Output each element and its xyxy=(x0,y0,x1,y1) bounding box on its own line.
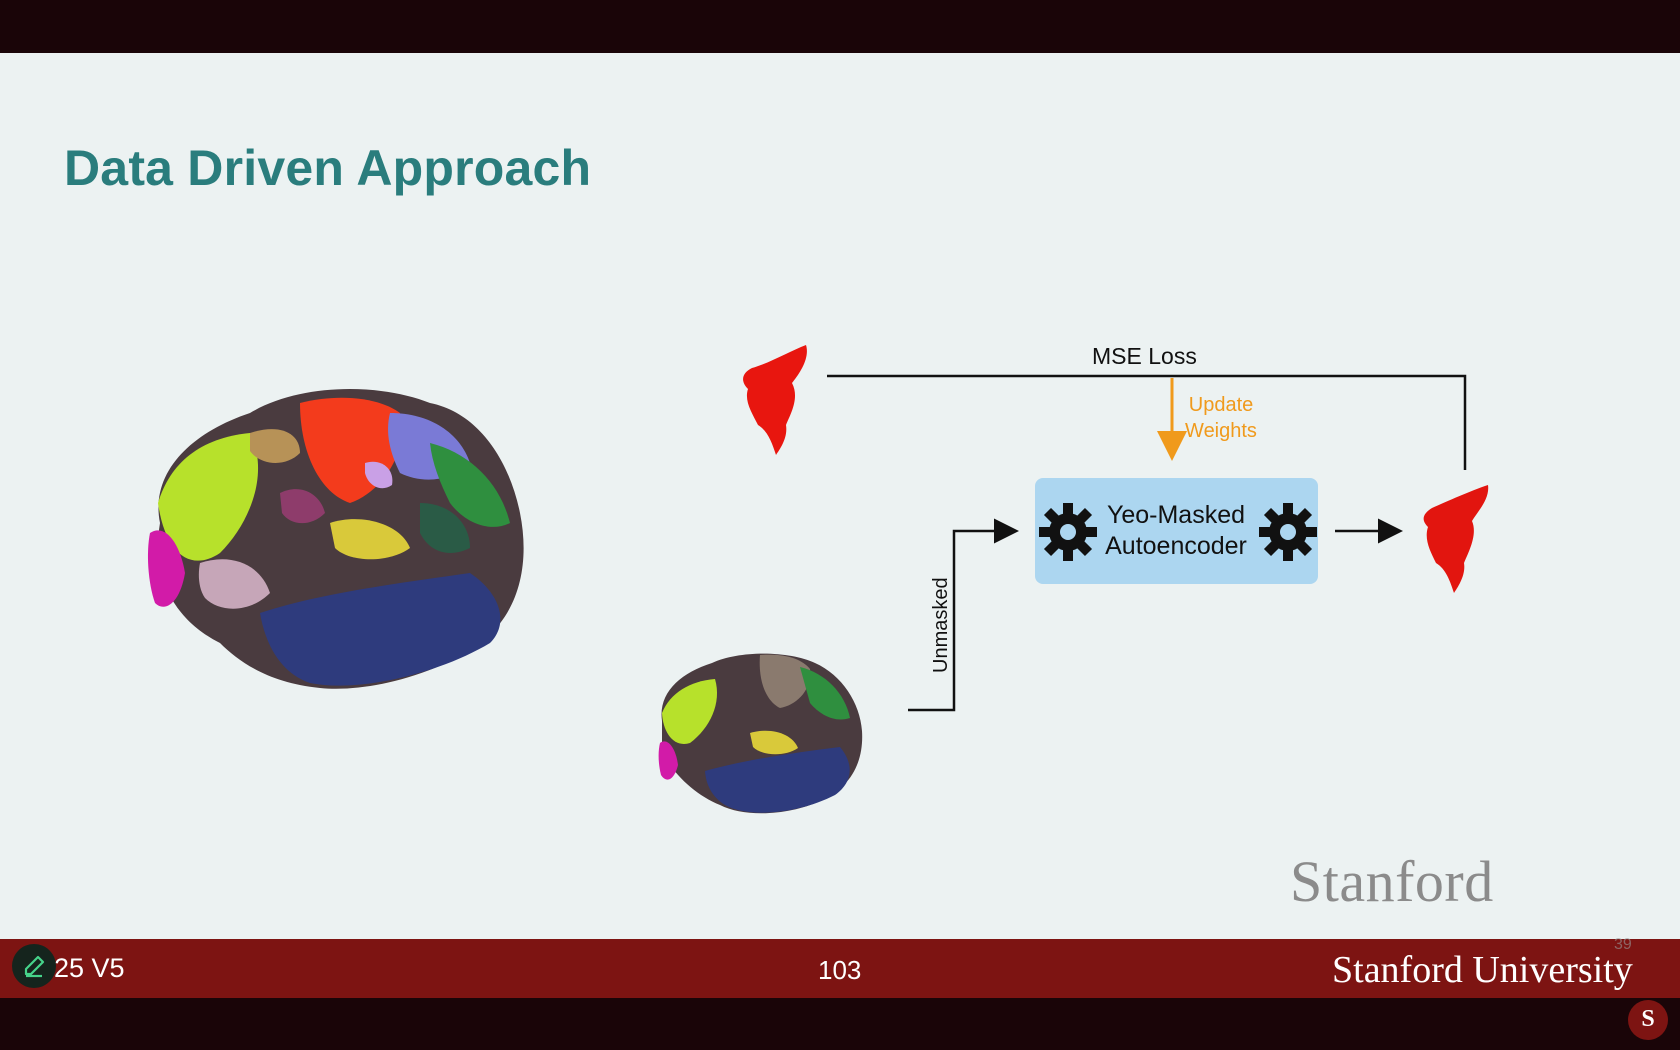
autoencoder-label-line1: Yeo-Masked xyxy=(1106,501,1246,529)
slide-footer: 25 V5 103 Stanford University xyxy=(0,939,1680,998)
footer-deck-version: 25 V5 xyxy=(54,953,125,983)
output-region-image xyxy=(1423,485,1489,593)
overlay-counter: 39 xyxy=(1614,936,1632,953)
pencil-icon xyxy=(24,955,45,978)
annotate-button[interactable] xyxy=(12,944,56,988)
gear-icon xyxy=(1039,503,1097,561)
update-weights-line2: Weights xyxy=(1185,420,1257,442)
stanford-logo-icon: S xyxy=(1628,1000,1668,1040)
mse-loss-line xyxy=(827,374,1467,470)
bottom-bar xyxy=(0,998,1680,1050)
stanford-watermark: Stanford xyxy=(1290,849,1494,914)
update-weights-label: Update Weights xyxy=(1176,392,1266,444)
target-region-image xyxy=(743,345,807,455)
autoencoder-label-line2: Autoencoder xyxy=(1105,532,1247,560)
unmasked-label: Unmasked xyxy=(930,577,952,673)
top-bar xyxy=(0,0,1680,53)
unmasked-connector-line xyxy=(908,518,1019,712)
gear-icon xyxy=(1259,503,1317,561)
large-brain-image xyxy=(147,389,524,689)
mse-loss-label: MSE Loss xyxy=(1092,343,1197,369)
diagram xyxy=(147,345,1489,814)
footer-institution: Stanford University xyxy=(1332,949,1633,991)
small-brain-image xyxy=(658,653,863,814)
slide-title: Data Driven Approach xyxy=(64,140,592,196)
update-weights-line1: Update xyxy=(1188,394,1254,416)
slide: Data Driven Approach xyxy=(0,53,1680,939)
footer-page-number: 103 xyxy=(818,955,862,985)
autoencoder-label: Yeo-Masked Autoencoder xyxy=(1090,500,1262,562)
